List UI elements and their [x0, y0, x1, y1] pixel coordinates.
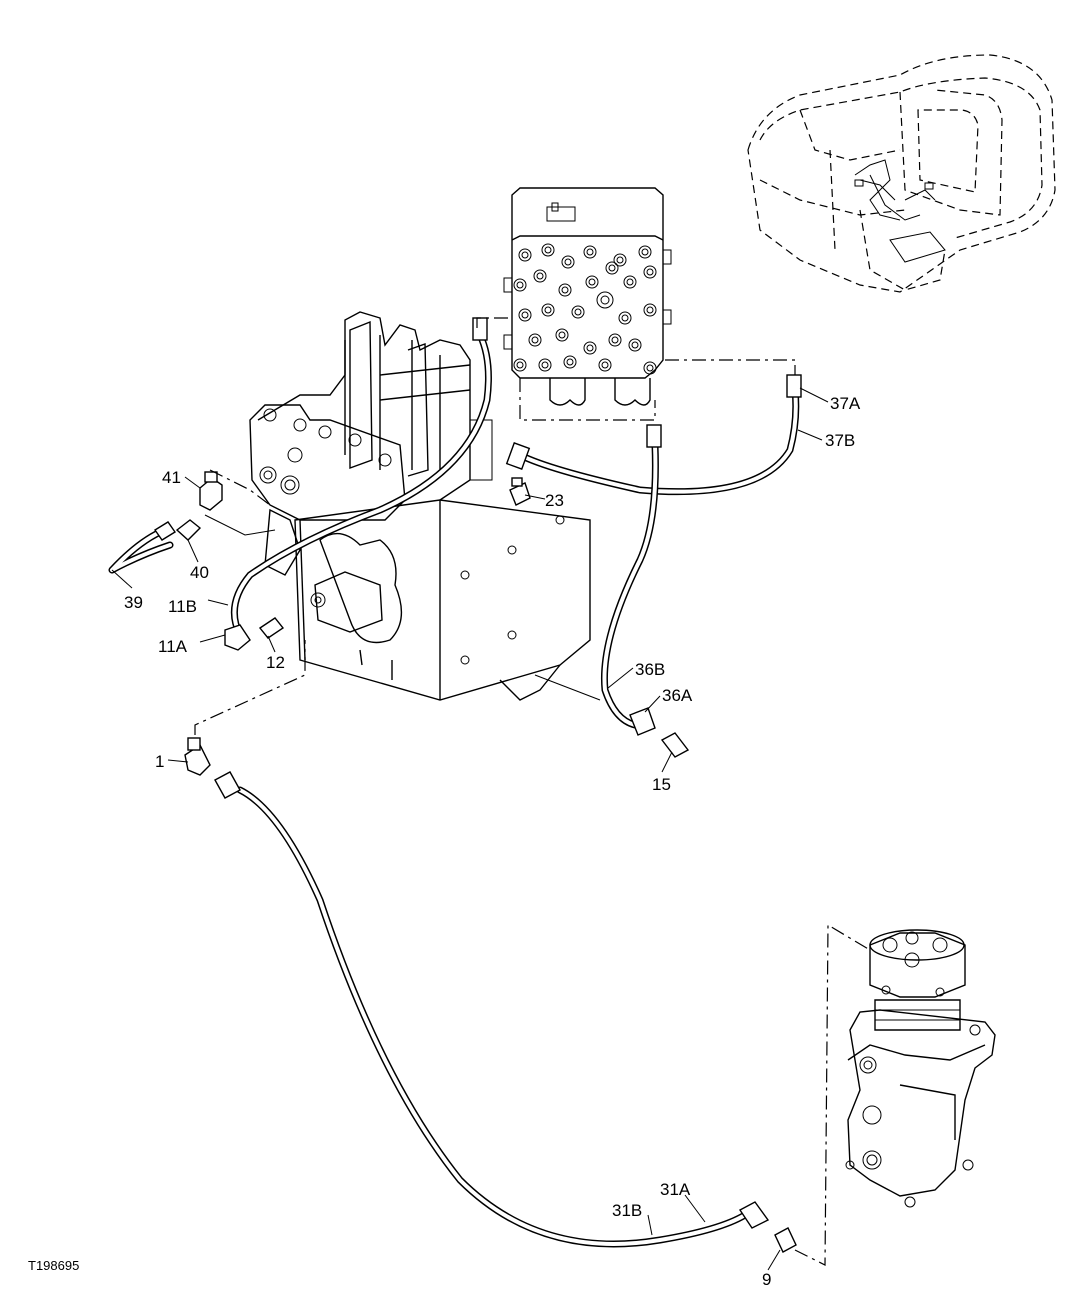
- main-control-valve: [249, 311, 591, 701]
- callout-9: 9: [762, 1270, 771, 1289]
- machine-location-inset: [747, 54, 1056, 293]
- callout-36A: 36A: [662, 686, 693, 705]
- callout-11A: 11A: [158, 637, 188, 656]
- leader-lines: [111, 387, 829, 1271]
- callout-36B: 36B: [635, 660, 665, 679]
- callout-40: 40: [190, 563, 209, 582]
- drawing-code: T198695: [28, 1258, 79, 1273]
- connection-lines: [194, 317, 871, 1266]
- center-joint: [845, 929, 996, 1208]
- callout-41: 41: [162, 468, 181, 487]
- callout-12: 12: [266, 653, 285, 672]
- hoses: [108, 331, 800, 1248]
- callout-23: 23: [545, 491, 564, 510]
- callout-31A: 31A: [660, 1180, 691, 1199]
- pilot-valve-block: [503, 187, 672, 406]
- callout-39: 39: [124, 593, 143, 612]
- callout-labels: 41 40 39 11B 11A 12 23 37A 37B 36B 36A 1…: [28, 394, 861, 1289]
- valve-port-fittings: [513, 243, 657, 375]
- fittings: [154, 317, 802, 1253]
- callout-1: 1: [155, 752, 164, 771]
- callout-37A: 37A: [830, 394, 861, 413]
- callout-11B: 11B: [168, 597, 197, 616]
- callout-37B: 37B: [825, 431, 855, 450]
- callout-31B: 31B: [612, 1201, 642, 1220]
- callout-15: 15: [652, 775, 671, 794]
